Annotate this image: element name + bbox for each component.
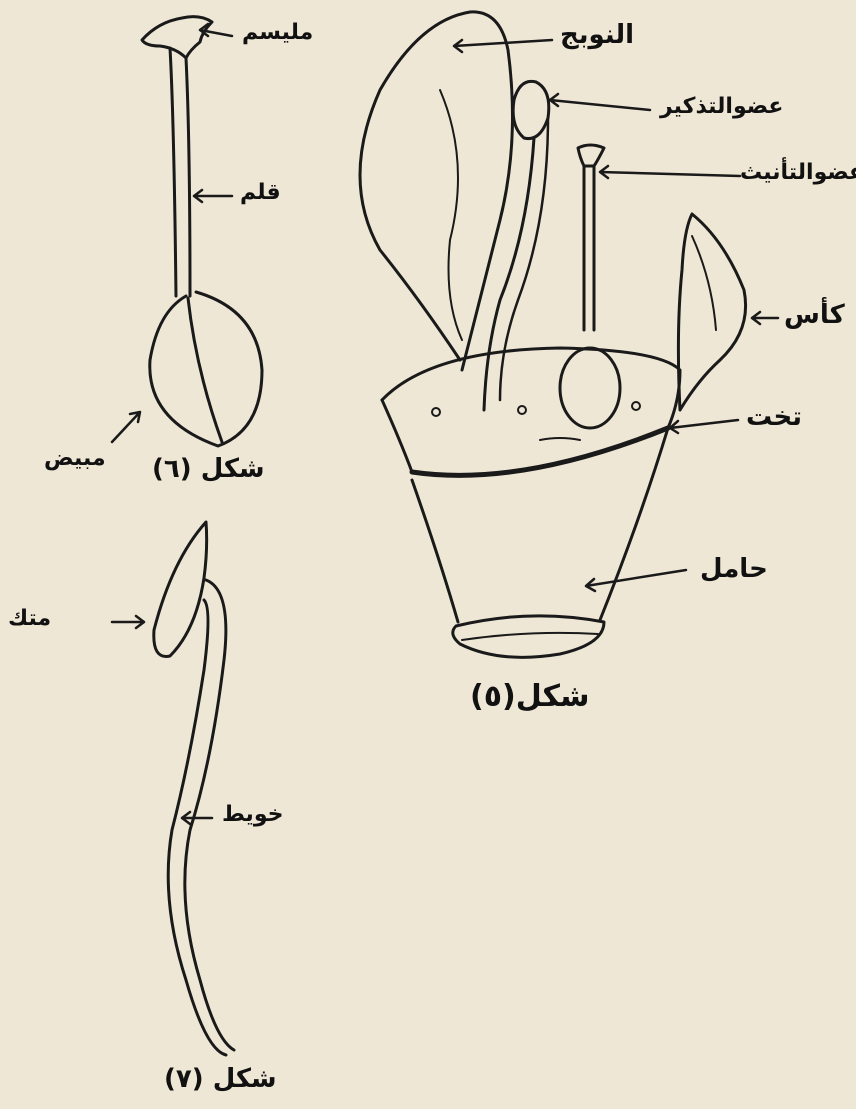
fig6-style-right [186,58,190,296]
fig6-ovary-outer [150,292,262,446]
fig5-label-receptacle: تخت [746,404,802,430]
fig5-anther [513,81,549,138]
fig5-label-pistil: عضوالتأنيث [740,162,856,184]
fig6-caption: شكل (٦) [152,456,265,482]
fig7-filament-inner [168,600,226,1055]
fig5-label-calyx: كأس [784,302,845,328]
fig5-pedicel-right [600,428,668,620]
fig5-petal-midrib [440,90,462,340]
fig5-calyx [678,214,745,410]
fig6-stigma [142,17,212,58]
fig7-stamen-drawing [154,522,234,1055]
fig5-style [584,166,594,330]
fig5-base-disk [453,616,604,657]
fig6-label-style: قلم [240,182,281,204]
fig6-style-left [170,48,176,296]
fig5-ovary [560,348,620,428]
fig5-calyx-vein [692,236,716,330]
leader-arrows [112,24,778,824]
fig5-label-petal: النوبج [560,22,634,48]
fig5-label-pedicel: حامل [700,556,768,582]
fig5-label-stamen: عضوالتذكير [660,96,783,118]
fig5-stigma [578,145,604,166]
fig7-label-filament: خويط [222,804,283,826]
fig5-petal [360,12,513,370]
fig5-caption: شكل(٥) [470,682,589,712]
fig6-label-stigma: مليسم [242,22,313,44]
fig7-label-anther: متك [8,608,51,630]
fig6-ovary-divide [188,298,222,442]
fig6-label-ovary: مبيض [44,448,106,470]
fig5-receptacle-left [382,400,412,472]
fig5-receptacle-rim [412,428,668,475]
fig5-filament-2 [500,118,548,400]
fig5-pedicel-left [412,480,458,622]
fig7-anther [154,522,207,656]
fig5-receptacle-top [382,348,680,428]
fig6-pistil-drawing [142,17,262,446]
fig7-caption: شكل (٧) [164,1066,277,1092]
